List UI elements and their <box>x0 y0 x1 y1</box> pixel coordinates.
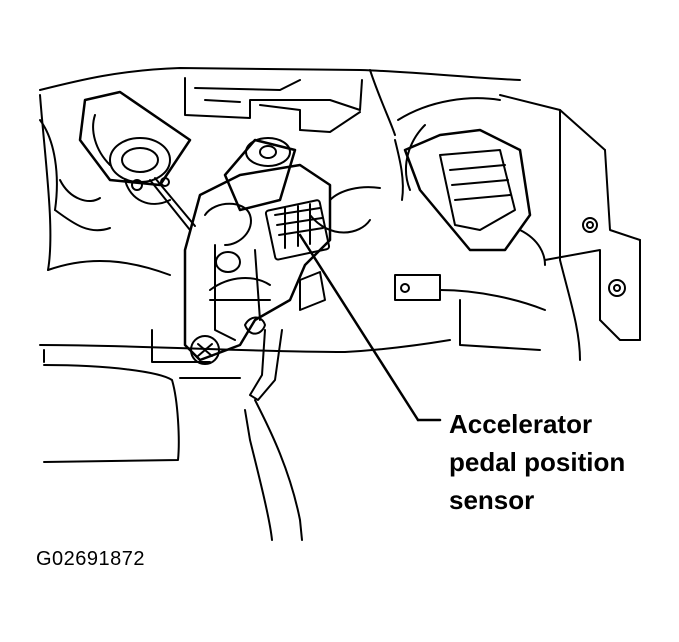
center-bracket <box>299 186 381 311</box>
callout-line-1: Accelerator <box>449 409 593 439</box>
dash-panel-outline <box>39 67 521 363</box>
left-dash-contour <box>39 119 111 232</box>
sensor-body <box>223 137 331 261</box>
upper-bracket <box>184 77 363 133</box>
pedal-lever <box>244 329 303 541</box>
floor-console <box>43 364 241 463</box>
callout-label: Accelerator pedal position sensor <box>449 405 674 519</box>
callout-line-3: sensor <box>449 485 535 515</box>
figure-id: G02691872 <box>36 548 146 570</box>
pedal-bracket <box>183 163 332 365</box>
right-panel-structure <box>369 69 641 361</box>
callout-line-2: pedal position <box>449 447 626 477</box>
steering-column <box>78 90 196 231</box>
callout-leader-line <box>298 233 420 422</box>
